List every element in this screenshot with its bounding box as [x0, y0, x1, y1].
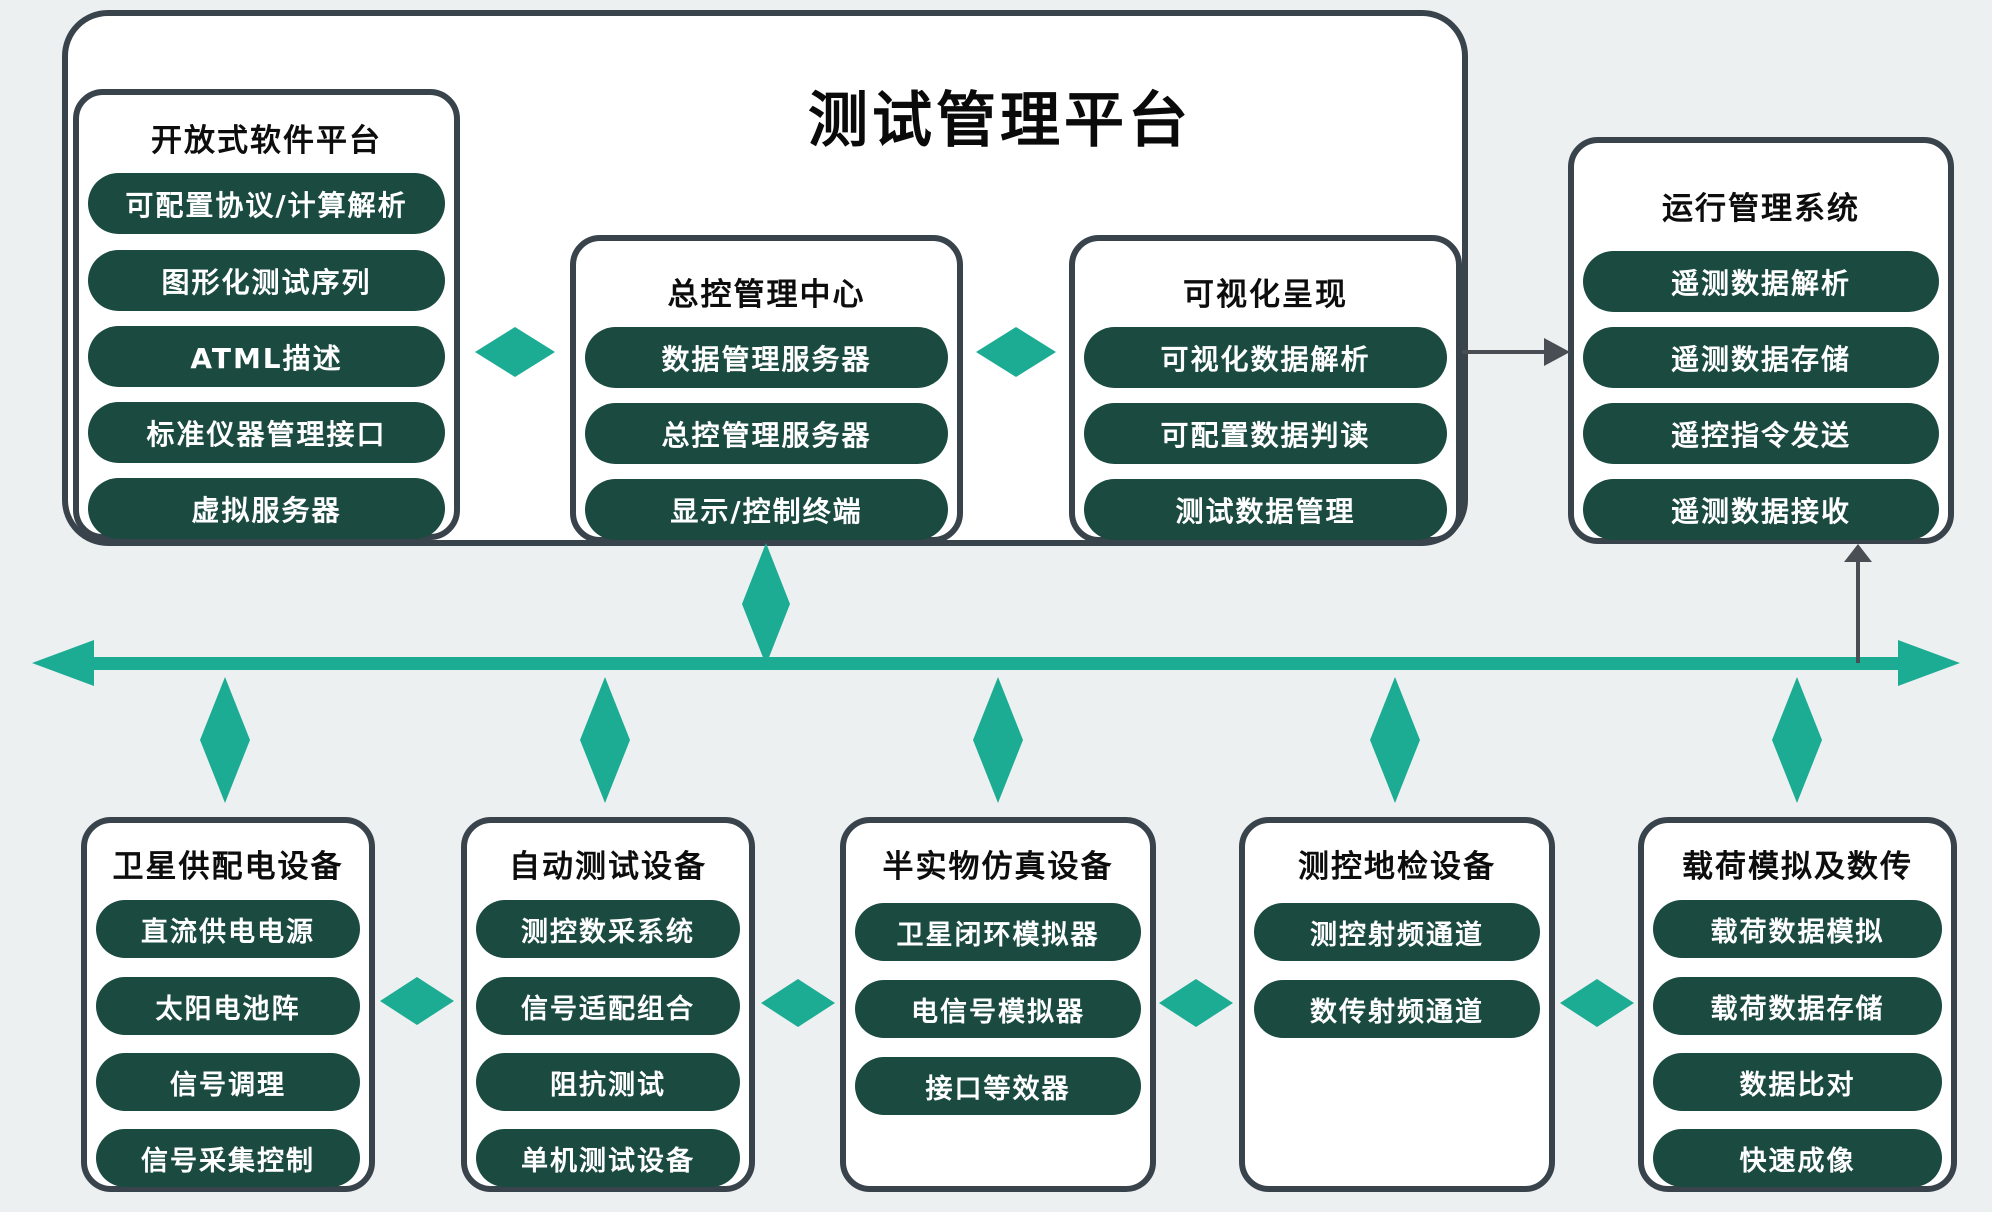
diamond-connector-bus-to-autotest-icon — [580, 677, 630, 803]
panel-satellite-power-equipment: 卫星供配电设备 直流供电电源 太阳电池阵 信号调理 信号采集控制 — [81, 817, 375, 1192]
page-title: 测试管理平台 — [808, 86, 1192, 156]
panel-title-payload-simulation: 载荷模拟及数传 — [1682, 849, 1913, 885]
node-graphical-test-sequence: 图形化测试序列 — [88, 250, 445, 311]
panel-open-software-platform: 开放式软件平台 可配置协议/计算解析 图形化测试序列 ATML描述 标准仪器管理… — [73, 89, 460, 540]
diamond-connector-ttc-to-payload-icon — [1560, 979, 1634, 1027]
arrow-bus-to-operations-line — [1856, 560, 1860, 663]
node-telemetry-data-parsing: 遥测数据解析 — [1583, 251, 1939, 312]
panel-master-control-center: 总控管理中心 数据管理服务器 总控管理服务器 显示/控制终端 — [570, 235, 963, 543]
node-display-control-terminal: 显示/控制终端 — [585, 479, 948, 540]
diamond-connector-autotest-to-hil-icon — [761, 979, 835, 1027]
node-configurable-data-interpretation: 可配置数据判读 — [1084, 403, 1447, 464]
bus-arrowhead-left-icon — [32, 640, 94, 686]
panel-operation-management-system: 运行管理系统 遥测数据解析 遥测数据存储 遥控指令发送 遥测数据接收 — [1568, 137, 1954, 544]
panel-title-satellite-power-equipment: 卫星供配电设备 — [112, 849, 344, 885]
panel-automatic-test-equipment: 自动测试设备 测控数采系统 信号适配组合 阻抗测试 单机测试设备 — [461, 817, 755, 1192]
panel-title-automatic-test-equipment: 自动测试设备 — [509, 849, 707, 885]
diamond-connector-bus-to-payload-icon — [1772, 677, 1822, 803]
panel-ttc-ground-check-equipment: 测控地检设备 测控射频通道 数传射频通道 — [1239, 817, 1555, 1192]
node-data-transmission-rf-channel: 数传射频通道 — [1254, 980, 1540, 1038]
arrow-visualization-to-operations-head-icon — [1544, 338, 1570, 366]
arrow-bus-to-operations-head-icon — [1844, 544, 1872, 562]
panel-title-visualization: 可视化呈现 — [1183, 277, 1348, 313]
node-payload-data-storage: 载荷数据存储 — [1653, 977, 1942, 1035]
node-configurable-protocol: 可配置协议/计算解析 — [88, 173, 445, 234]
node-payload-data-simulation: 载荷数据模拟 — [1653, 900, 1942, 958]
node-visual-data-parsing: 可视化数据解析 — [1084, 327, 1447, 388]
panel-title-hil-simulation-equipment: 半实物仿真设备 — [882, 849, 1114, 885]
diamond-connector-bus-to-power-icon — [200, 677, 250, 803]
diamond-connector-control-to-bus-icon — [742, 543, 790, 665]
node-solar-array: 太阳电池阵 — [96, 977, 360, 1035]
arrow-visualization-to-operations-line — [1462, 350, 1546, 354]
node-tc-data-acquisition-system: 测控数采系统 — [476, 900, 740, 958]
node-satellite-closed-loop-simulator: 卫星闭环模拟器 — [855, 903, 1141, 961]
node-master-control-server: 总控管理服务器 — [585, 403, 948, 464]
diamond-connector-hil-to-ttc-icon — [1159, 979, 1233, 1027]
diamond-connector-power-to-autotest-icon — [380, 977, 454, 1025]
bus-arrowhead-right-icon — [1898, 640, 1960, 686]
node-data-management-server: 数据管理服务器 — [585, 327, 948, 388]
node-ttc-rf-channel: 测控射频通道 — [1254, 903, 1540, 961]
node-telemetry-data-receiving: 遥测数据接收 — [1583, 479, 1939, 540]
node-test-data-management: 测试数据管理 — [1084, 479, 1447, 540]
node-interface-equivalent-device: 接口等效器 — [855, 1057, 1141, 1115]
node-atml-description: ATML描述 — [88, 326, 445, 387]
node-remote-command-sending: 遥控指令发送 — [1583, 403, 1939, 464]
node-virtual-server: 虚拟服务器 — [88, 478, 445, 539]
node-standard-instrument-interface: 标准仪器管理接口 — [88, 402, 445, 463]
panel-title-operation-management-system: 运行管理系统 — [1662, 191, 1860, 227]
panel-title-ttc-ground-check-equipment: 测控地检设备 — [1298, 849, 1496, 885]
panel-hil-simulation-equipment: 半实物仿真设备 卫星闭环模拟器 电信号模拟器 接口等效器 — [840, 817, 1156, 1192]
node-signal-adapter-assembly: 信号适配组合 — [476, 977, 740, 1035]
node-impedance-test: 阻抗测试 — [476, 1053, 740, 1111]
node-rapid-imaging: 快速成像 — [1653, 1129, 1942, 1187]
node-unit-test-equipment: 单机测试设备 — [476, 1129, 740, 1187]
node-telemetry-data-storage: 遥测数据存储 — [1583, 327, 1939, 388]
node-signal-conditioning: 信号调理 — [96, 1053, 360, 1111]
diamond-connector-bus-to-hil-icon — [973, 677, 1023, 803]
diamond-connector-bus-to-ttc-icon — [1370, 677, 1420, 803]
panel-visualization: 可视化呈现 可视化数据解析 可配置数据判读 测试数据管理 — [1069, 235, 1462, 543]
panel-payload-simulation: 载荷模拟及数传 载荷数据模拟 载荷数据存储 数据比对 快速成像 — [1638, 817, 1957, 1192]
node-electrical-signal-simulator: 电信号模拟器 — [855, 980, 1141, 1038]
node-dc-power-supply: 直流供电电源 — [96, 900, 360, 958]
bus-line — [88, 657, 1904, 670]
panel-title-open-software-platform: 开放式软件平台 — [151, 123, 382, 159]
panel-title-master-control-center: 总控管理中心 — [667, 277, 866, 313]
node-signal-acquisition-control: 信号采集控制 — [96, 1129, 360, 1187]
node-data-comparison: 数据比对 — [1653, 1053, 1942, 1111]
